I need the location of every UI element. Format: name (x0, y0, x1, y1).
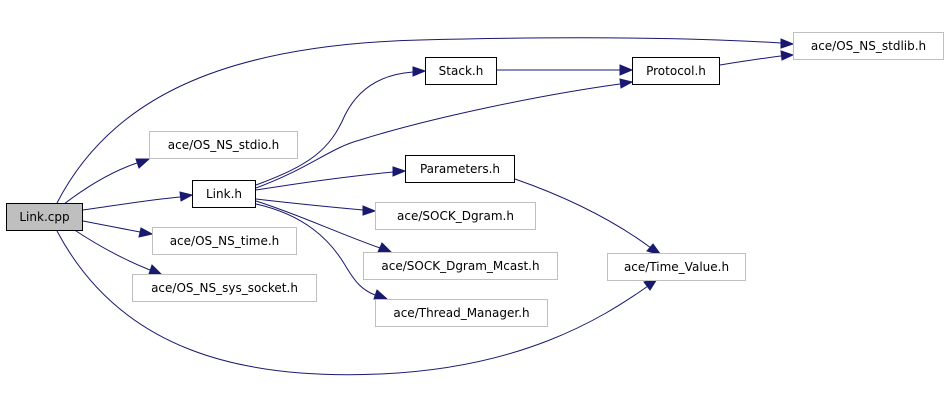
edge-linkh-parameters (255, 171, 394, 191)
edge-linkh-sockdgram (255, 198, 364, 211)
edge-protocol-stdlib (719, 55, 782, 66)
edge-linkh-parameters-arrowhead (392, 166, 407, 177)
edge-linkcpp-time-arrowhead (138, 227, 154, 238)
node-ace-sock-dgram[interactable]: ace/SOCK_Dgram.h (375, 202, 536, 230)
edge-linkcpp-time (82, 220, 141, 233)
edge-parameters-timevalue (514, 178, 652, 249)
edge-linkh-stack (255, 71, 414, 186)
node-ace-os-ns-stdlib[interactable]: ace/OS_NS_stdlib.h (793, 32, 944, 60)
edge-linkh-sockmcast-arrowhead (377, 242, 393, 253)
edge-protocol-stdlib-arrowhead (780, 50, 795, 61)
edge-linkh-protocol-arrowhead (619, 78, 634, 89)
edge-linkcpp-stdlib (56, 37, 782, 204)
edge-linkcpp-linkh-arrowhead (179, 191, 194, 202)
edge-linkh-threadmgr (255, 203, 376, 296)
node-protocol-h[interactable]: Protocol.h (632, 57, 720, 85)
edge-linkcpp-stdio-arrowhead (135, 158, 151, 169)
node-ace-os-ns-stdio[interactable]: ace/OS_NS_stdio.h (149, 131, 298, 159)
edge-linkcpp-timevalue (56, 230, 649, 376)
edge-linkcpp-stdio (63, 162, 138, 205)
edge-linkcpp-stdlib-arrowhead (780, 38, 795, 49)
node-ace-sock-dgram-mcast[interactable]: ace/SOCK_Dgram_Mcast.h (363, 252, 558, 280)
node-ace-time-value[interactable]: ace/Time_Value.h (607, 253, 746, 281)
edge-linkh-protocol (255, 83, 621, 189)
edge-linkcpp-syssocket-arrowhead (148, 264, 163, 275)
edge-linkcpp-linkh (82, 196, 181, 211)
node-parameters-h[interactable]: Parameters.h (405, 155, 515, 183)
node-ace-os-ns-sys-socket[interactable]: ace/OS_NS_sys_socket.h (132, 274, 317, 302)
node-link-h[interactable]: Link.h (192, 180, 256, 208)
edge-stack-protocol-arrowhead (619, 64, 634, 76)
edge-linkh-threadmgr-arrowhead (373, 289, 389, 300)
node-ace-os-ns-time[interactable]: ace/OS_NS_time.h (152, 227, 297, 255)
node-ace-thread-manager[interactable]: ace/Thread_Manager.h (375, 299, 548, 327)
edge-linkcpp-syssocket (72, 228, 151, 271)
edge-linkh-sockdgram-arrowhead (362, 205, 377, 216)
node-link-cpp[interactable]: Link.cpp (6, 203, 83, 231)
node-stack-h[interactable]: Stack.h (425, 57, 497, 85)
edge-linkh-sockmcast (255, 200, 381, 249)
edge-linkh-stack-arrowhead (412, 66, 427, 77)
